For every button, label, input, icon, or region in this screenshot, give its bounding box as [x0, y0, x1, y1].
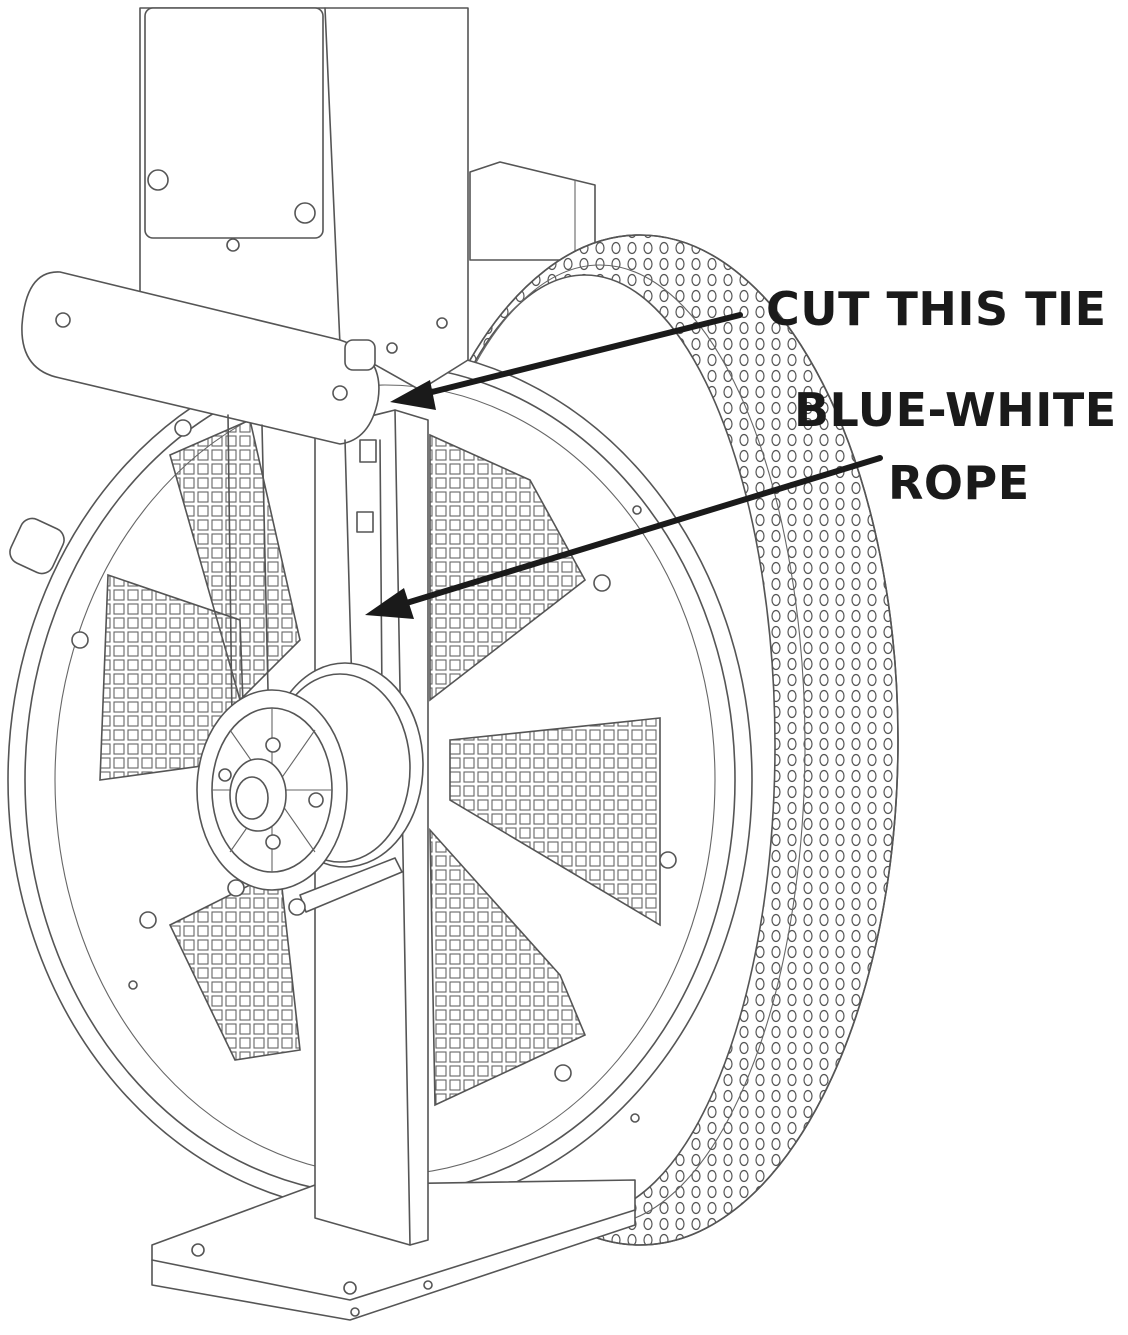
arrow-cut-tie [390, 312, 743, 410]
arrow-blue-white-rope [365, 455, 883, 619]
base-plate [151, 1179, 636, 1321]
rope-strands [227, 414, 383, 721]
upper-column [139, 7, 469, 391]
cut-this-tie-label: CUT THIS TIE [766, 282, 1107, 336]
rear-housing-box [469, 161, 596, 261]
blue-white-rope-label-line1: BLUE-WHITE [794, 383, 1117, 437]
pulley-hub [196, 662, 424, 916]
crossbar [21, 271, 380, 445]
shroud-bolts [71, 419, 677, 1123]
blue-white-rope-label-line2: ROPE [888, 456, 1030, 510]
fan-blades [99, 418, 661, 1107]
